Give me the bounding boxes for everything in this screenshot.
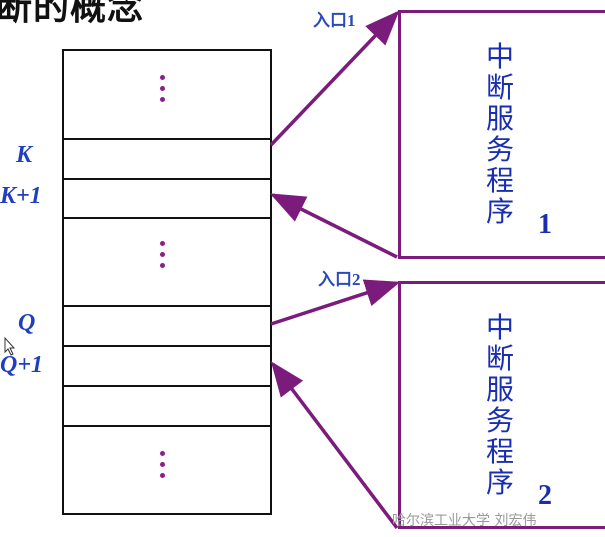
memory-row-divider — [64, 217, 270, 219]
slide-title: 断的概念 — [0, 0, 145, 28]
label-k-plus-1: K+1 — [0, 183, 42, 209]
interrupt-routine-box-2: 中断服务程序 2 — [398, 281, 605, 529]
label-q-plus-1: Q+1 — [0, 352, 44, 378]
interrupt-routine-box-1: 中断服务程序 1 — [398, 10, 605, 259]
routine-number-1: 1 — [538, 209, 552, 240]
memory-row-k — [64, 138, 270, 140]
routine-text-1: 中断服务程序 — [485, 40, 514, 228]
watermark: 哈尔滨工业大学 刘宏伟 — [392, 513, 537, 529]
memory-row-k1 — [64, 178, 270, 180]
entry-label-1: 入口1 — [313, 11, 356, 30]
arrow-return-to-k1 — [269, 193, 398, 259]
memory-row-divider — [64, 425, 270, 427]
arrow-q-to-entry2 — [270, 279, 401, 326]
memory-table — [62, 49, 272, 515]
memory-row-divider — [64, 385, 270, 387]
ellipsis-dots-bottom — [160, 451, 166, 484]
ellipsis-dots-middle — [160, 241, 166, 274]
arrow-k-to-entry1 — [269, 10, 400, 147]
label-q: Q — [18, 310, 36, 336]
arrow-return-to-q1 — [270, 361, 399, 530]
mouse-cursor-icon — [4, 336, 16, 356]
ellipsis-dots-top — [160, 75, 166, 108]
routine-text-2: 中断服务程序 — [485, 311, 514, 499]
memory-row-q — [64, 305, 270, 307]
memory-row-q1 — [64, 345, 270, 347]
routine-number-2: 2 — [538, 480, 552, 511]
entry-label-2: 入口2 — [318, 270, 361, 289]
label-k: K — [16, 142, 33, 168]
